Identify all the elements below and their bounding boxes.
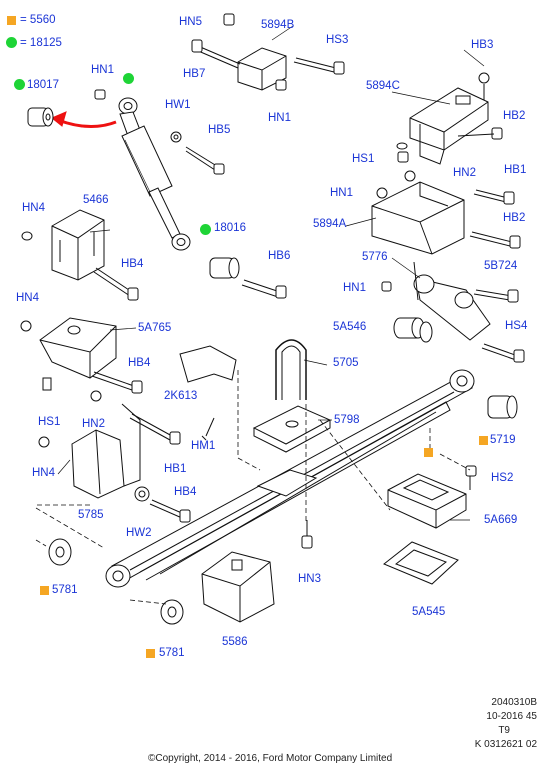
label-5894C[interactable]: 5894C	[366, 80, 400, 92]
nut-hn1-left	[94, 89, 106, 100]
label-5776[interactable]: 5776	[362, 251, 388, 263]
label-5798[interactable]: 5798	[334, 414, 360, 426]
bushing-5781-a	[48, 538, 72, 566]
bump-stop-5586	[201, 551, 275, 623]
label-18016[interactable]: 18016	[214, 222, 246, 234]
label-hb4-mid[interactable]: HB4	[128, 357, 151, 369]
label-hn4-top[interactable]: HN4	[22, 202, 46, 214]
label-hn4-low[interactable]: HN4	[32, 467, 56, 479]
spacer-5798	[252, 405, 332, 453]
marker-green-18016	[200, 224, 211, 235]
label-5A545[interactable]: 5A545	[412, 606, 446, 618]
label-5894A[interactable]: 5894A	[313, 218, 347, 230]
legend-orange-value: 5560	[29, 14, 56, 26]
marker-orange-spring	[424, 448, 433, 457]
nut-hn3	[301, 520, 313, 549]
legend-green-value: 18125	[29, 37, 62, 49]
label-hw1[interactable]: HW1	[165, 99, 191, 111]
footer-ref: K 0312621 02	[474, 739, 537, 750]
label-5781-b[interactable]: 5781	[159, 647, 185, 659]
bracket-5894A	[371, 170, 521, 255]
bushing-18017	[27, 107, 54, 127]
label-hn1-mid[interactable]: HN1	[330, 187, 354, 199]
shock-absorber	[118, 97, 191, 251]
label-5781-a[interactable]: 5781	[52, 584, 78, 596]
label-hb2-mid[interactable]: HB2	[503, 212, 526, 224]
marker-orange-5719	[479, 436, 488, 445]
label-5A546[interactable]: 5A546	[333, 321, 367, 333]
bracket-5894C	[396, 72, 503, 165]
shackle-5776	[381, 261, 525, 363]
label-hs4[interactable]: HS4	[505, 320, 528, 332]
bolt-hb5	[185, 146, 225, 175]
label-5785[interactable]: 5785	[78, 509, 104, 521]
label-hb5[interactable]: HB5	[208, 124, 231, 136]
bracket-5466	[21, 209, 139, 301]
bushing-5A546	[393, 317, 433, 343]
legend-orange-swatch	[7, 16, 16, 25]
label-5A765[interactable]: 5A765	[138, 322, 172, 334]
label-hb2-top[interactable]: HB2	[503, 110, 526, 122]
label-hs3[interactable]: HS3	[326, 34, 349, 46]
bracket-2K613	[179, 345, 237, 441]
red-arrow	[57, 118, 117, 128]
plate-5A545	[383, 541, 459, 585]
footer-rev: T9	[498, 725, 510, 736]
label-hn2-left[interactable]: HN2	[82, 418, 106, 430]
label-5A669[interactable]: 5A669	[484, 514, 518, 526]
guide-lines	[34, 370, 471, 605]
label-5719[interactable]: 5719	[490, 434, 516, 446]
label-5466[interactable]: 5466	[83, 194, 109, 206]
label-hs2[interactable]: HS2	[491, 472, 514, 484]
label-2k613[interactable]: 2K613	[164, 390, 198, 402]
label-hn1-left[interactable]: HN1	[91, 64, 115, 76]
marker-green-shock	[123, 73, 134, 84]
label-hb4-low[interactable]: HB4	[174, 486, 197, 498]
label-hw2[interactable]: HW2	[126, 527, 152, 539]
legend-orange-text: = 5560	[20, 14, 56, 26]
label-5b724[interactable]: 5B724	[484, 260, 518, 272]
label-5705[interactable]: 5705	[333, 357, 359, 369]
label-hs1-left[interactable]: HS1	[38, 416, 61, 428]
bushing-5719	[487, 395, 518, 419]
label-hb7[interactable]: HB7	[183, 68, 206, 80]
bolt-hb6	[241, 279, 287, 299]
pad-5A669	[387, 465, 477, 529]
label-hn2-right[interactable]: HN2	[453, 167, 477, 179]
bushing-18016	[209, 257, 240, 279]
label-hm1[interactable]: HM1	[191, 440, 216, 452]
label-hb1-right[interactable]: HB1	[504, 164, 527, 176]
footer-code: 2040310B	[491, 697, 537, 708]
footer-date: 10-2016 45	[486, 711, 537, 722]
leader-lines	[57, 25, 485, 521]
bushing-5781-b	[160, 599, 184, 625]
label-hn5[interactable]: HN5	[179, 16, 203, 28]
label-hb1-left[interactable]: HB1	[164, 463, 187, 475]
label-5894B[interactable]: 5894B	[261, 19, 295, 31]
u-bolt-5705	[275, 339, 307, 400]
leaf-spring	[105, 369, 475, 588]
washer-hw1	[170, 131, 182, 143]
label-hb3[interactable]: HB3	[471, 39, 494, 51]
marker-green-18017	[14, 79, 25, 90]
label-hn3[interactable]: HN3	[298, 573, 322, 585]
label-hs1-right[interactable]: HS1	[352, 153, 375, 165]
footer-copyright: ©Copyright, 2014 - 2016, Ford Motor Comp…	[148, 753, 393, 764]
label-hn1-low[interactable]: HN1	[343, 282, 367, 294]
marker-orange-5781-b	[146, 649, 155, 658]
label-18017[interactable]: 18017	[27, 79, 59, 91]
legend-green-text: = 18125	[20, 37, 62, 49]
legend-green-swatch	[6, 37, 17, 48]
label-hn1-top[interactable]: HN1	[268, 112, 292, 124]
label-hb6[interactable]: HB6	[268, 250, 291, 262]
label-hb4-top[interactable]: HB4	[121, 258, 144, 270]
bracket-5785	[38, 390, 191, 523]
bracket-5A765	[20, 317, 143, 394]
marker-orange-5781-a	[40, 586, 49, 595]
bracket-5894B	[191, 13, 345, 91]
label-5586[interactable]: 5586	[222, 636, 248, 648]
label-hn4-left[interactable]: HN4	[16, 292, 40, 304]
